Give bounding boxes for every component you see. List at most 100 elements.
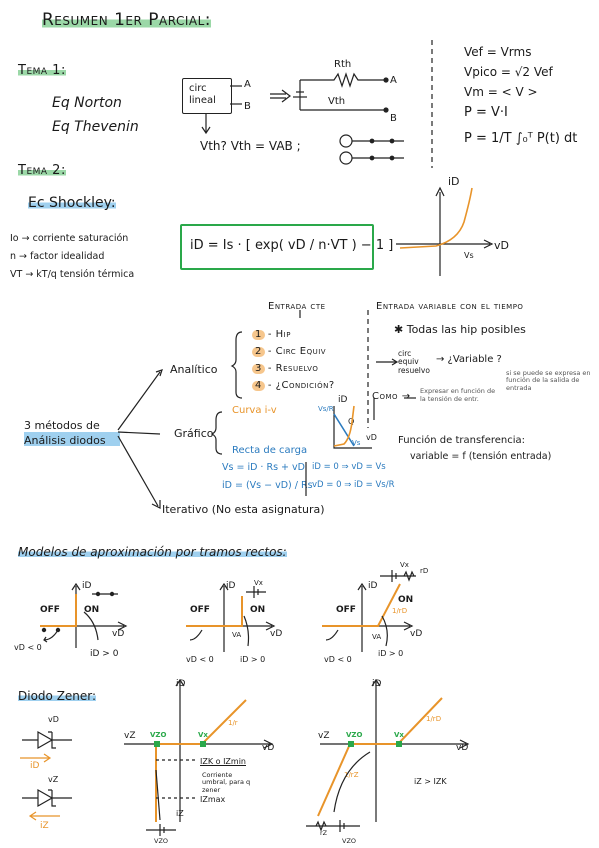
arrow-to-circ-equiv: [376, 358, 399, 366]
analitico-label: Analítico: [170, 363, 218, 376]
step-2-num: 2: [252, 347, 265, 357]
recta-carga-label: Recta de carga: [232, 445, 308, 456]
m1-id-cond: iD > 0: [90, 649, 119, 659]
eq-thevenin: Eq Thevenin: [52, 119, 139, 135]
linear-circuit-box: circ lineal: [182, 78, 232, 114]
como-label: Como →: [372, 391, 411, 402]
m2-vx-label: Vx: [254, 579, 263, 587]
zg1-src-arrow: [155, 769, 161, 821]
m1-off-label: OFF: [40, 605, 60, 615]
node-a-label: A: [244, 79, 251, 90]
node-b-label: B: [244, 101, 251, 112]
m1-open-dot2: [55, 627, 61, 633]
m1-id-label: iD: [82, 581, 92, 591]
thevenin-node-b-dot: [383, 107, 389, 113]
m2-on-arrow: [243, 615, 250, 647]
m2-vd-label: vD: [270, 629, 283, 639]
m3-va-label: VA: [372, 633, 382, 641]
zener-symbol-1: [22, 730, 72, 750]
m3-on-arrow: [381, 615, 388, 647]
grafico-brace: [210, 411, 223, 455]
thevenin-node-a-dot: [383, 77, 389, 83]
formula-power: P = V·I: [464, 105, 508, 120]
grafico-vd-label: vD: [366, 433, 377, 442]
metodos-label: 3 métodos de Análisis diodos: [24, 418, 120, 449]
zg2-vz-axis: vZ: [318, 731, 330, 741]
thevenin-node-a: A: [390, 75, 397, 86]
zener-iz-arrow: [28, 811, 60, 821]
m3-vd-label: vD: [410, 629, 423, 639]
zg2-vzo-mark: [348, 741, 354, 747]
todas-hip: ✱ Todas las hip posibles: [394, 323, 526, 336]
m2-off-arrow: [189, 629, 203, 641]
zg1-y-axis: [175, 678, 185, 822]
si-se-puede-note: si se puede se expresa en función de la …: [506, 369, 591, 392]
ammeter-circle: [339, 151, 353, 165]
m1-curve: [40, 594, 77, 627]
expresar-note: Expresar en función de la tensión de ent…: [420, 387, 496, 403]
zg1-src-label: VZO: [154, 837, 169, 845]
m3-resistor: [403, 570, 415, 582]
zg2-id-label: iD: [372, 679, 382, 689]
rth-label: Rth: [334, 59, 352, 70]
zener-symbol-2: [22, 788, 72, 808]
m3-rd-label: rD: [420, 567, 429, 575]
arrow-analitico: [117, 369, 163, 431]
m3-off-label: OFF: [336, 605, 356, 615]
grafico-load-line: [333, 413, 355, 447]
step-1-label: - Hip: [267, 329, 291, 340]
step-2: 2- Circ Equiv: [252, 347, 326, 357]
zg2-src-label: VZO: [342, 837, 357, 845]
meter-leads: [352, 140, 404, 159]
rth-resistor: [300, 72, 386, 88]
m3-on-label: ON: [398, 595, 414, 605]
m2-curve: [186, 596, 243, 627]
zg1-vx-label: Vx: [198, 731, 208, 739]
shockley-heading: Ec Shockley:: [28, 195, 116, 211]
circ-box-label: circ lineal: [189, 83, 216, 106]
meter-dot1: [369, 138, 375, 144]
implies-arrow: [270, 89, 291, 103]
step-4-num: 4: [252, 381, 265, 391]
shockley-curve: [399, 187, 473, 249]
m3-curve: [322, 583, 401, 627]
zg2-slope-label: 1/rD: [426, 715, 442, 723]
m1-vd-label: vD: [112, 629, 125, 639]
zg1-id-label: iD: [176, 679, 186, 689]
zg2-vx-label: Vx: [394, 731, 404, 739]
modelos-heading: Modelos de aproximación por tramos recto…: [18, 545, 287, 559]
tema2-heading: Tema 2:: [18, 163, 66, 178]
curva-iv-label: Curva i-v: [232, 405, 277, 416]
zener-vd-label: vD: [48, 715, 59, 724]
step-2-label: - Circ Equiv: [267, 346, 327, 357]
zg1-vz-axis: vZ: [124, 731, 136, 741]
m2-id-cond: iD > 0: [240, 655, 266, 664]
meter-dot4: [389, 155, 395, 161]
zg1-note: Corriente umbral, para q zener: [202, 771, 251, 794]
cond-2: vD = 0 ⇒ iD = Vs/R: [312, 480, 395, 490]
zg2-y-axis: [371, 678, 381, 822]
recta-eq2: iD = (Vs − vD) / Rs: [222, 480, 313, 491]
m2-id-label: iD: [226, 581, 236, 591]
recta-eq1: Vs = iD · Rs + vD: [222, 462, 305, 473]
step-3-num: 3: [252, 364, 265, 374]
funcion-heading: Función de transferencia:: [398, 435, 526, 446]
formula-vm: Vm = < V >: [464, 85, 538, 99]
grafico-iv-curve: [333, 405, 355, 447]
zg2-vd-label: vD: [456, 743, 469, 753]
zg2-rz-label: rZ: [320, 829, 328, 837]
formula-avg-power: P = 1/T ∫₀ᵀ P(t) dt: [464, 131, 578, 146]
m2-y-axis: [219, 582, 229, 652]
zg2-vzo-label: VZO: [346, 731, 363, 739]
m3-vx-label: Vx: [400, 561, 409, 569]
funcion-equation: variable = f (tensión entrada): [410, 451, 552, 462]
zg1-slope-label: 1/r: [228, 719, 238, 727]
m3-id-label: iD: [368, 581, 378, 591]
m3-y-axis: [357, 582, 367, 652]
m1-off-arrow: [43, 629, 59, 643]
zg2-arrow: [333, 751, 371, 813]
def-n: n → factor idealidad: [10, 251, 105, 262]
m2-off-label: OFF: [190, 605, 210, 615]
